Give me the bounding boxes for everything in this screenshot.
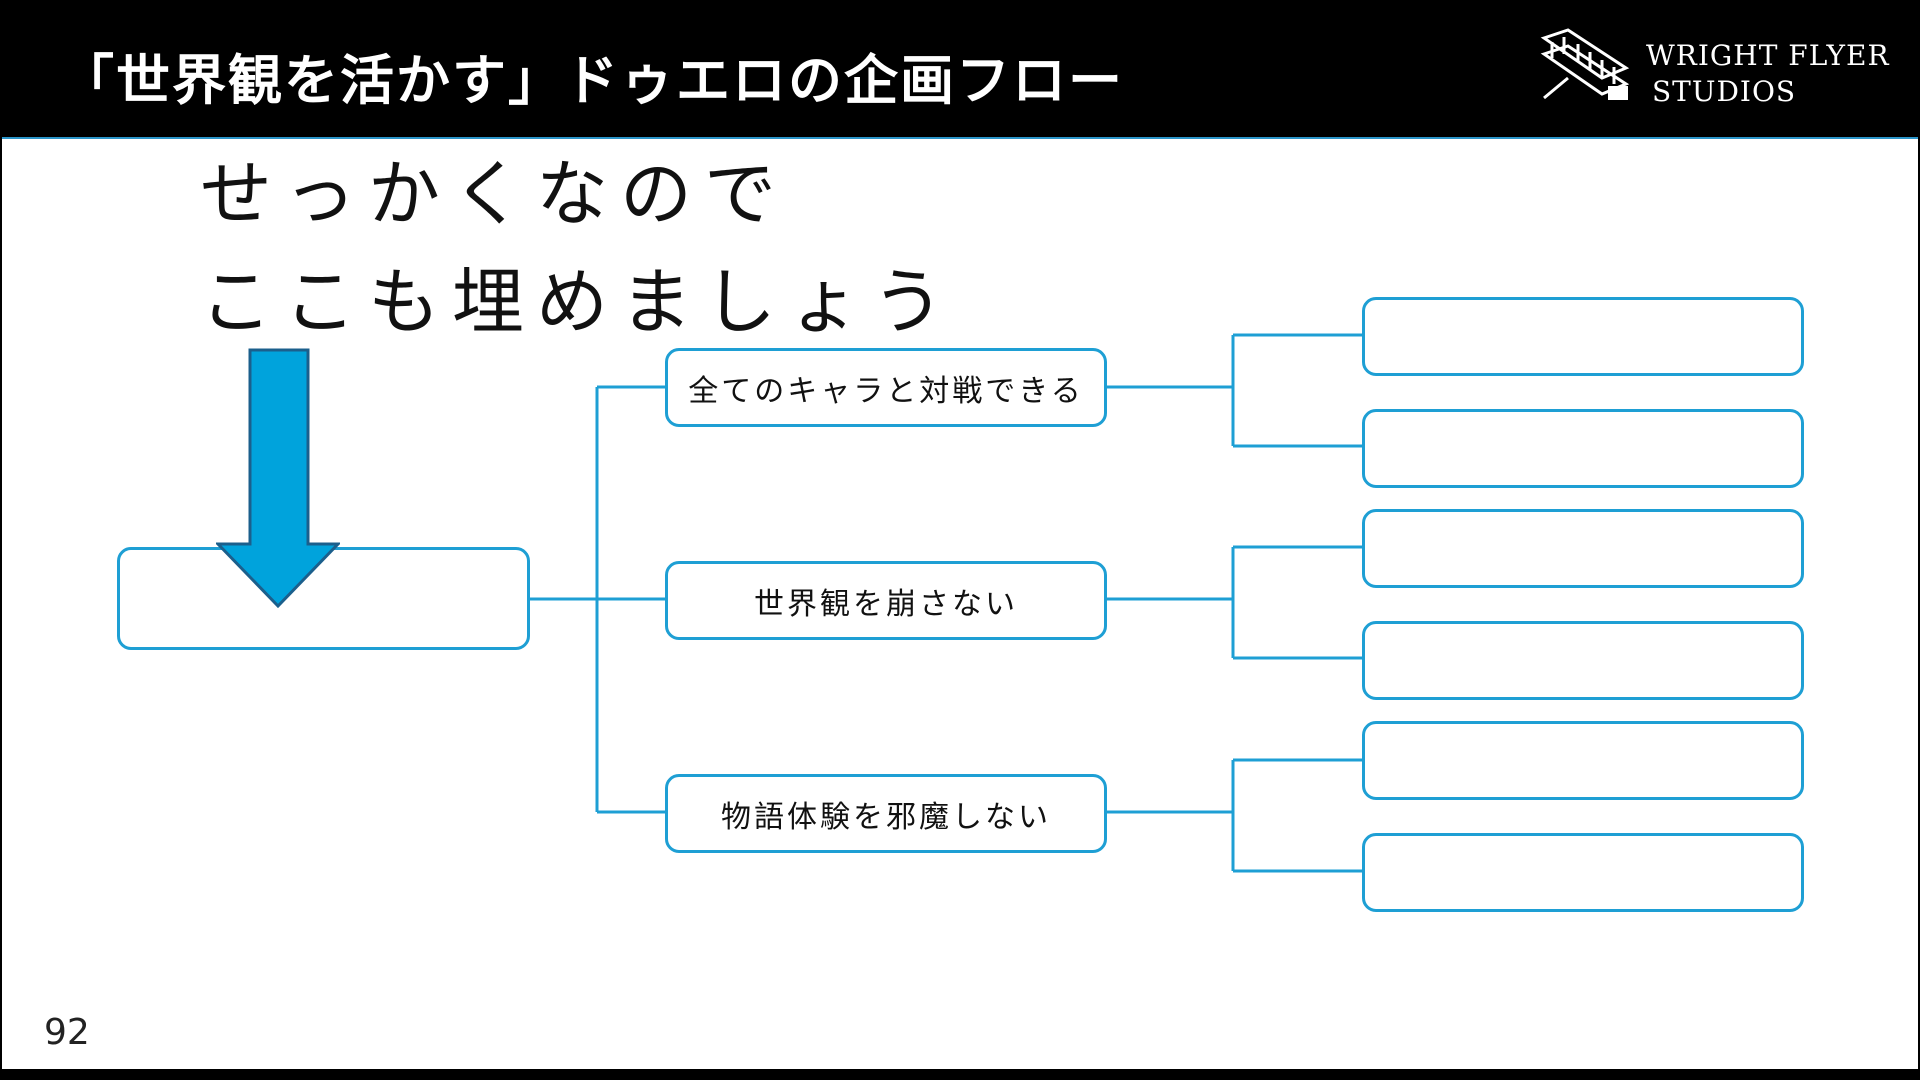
leaf-node-3-1	[1362, 721, 1804, 800]
branch-node-1: 全てのキャラと対戦できる	[665, 348, 1107, 427]
root-node-empty	[117, 547, 530, 650]
slide-title: 「世界観を活かす」ドゥエロの企画フロー	[60, 49, 1124, 112]
callout-line-2: ここも埋めましょう	[200, 260, 957, 344]
logo-line-2: STUDIOS	[1652, 75, 1797, 108]
leaf-node-2-1	[1362, 509, 1804, 588]
leaf-node-1-1	[1362, 297, 1804, 376]
logo-line-1: WRIGHT FLYER	[1646, 39, 1890, 72]
slide-header: 「世界観を活かす」ドゥエロの企画フロー WRIGHT FLYER	[0, 0, 1920, 137]
page-number: 92	[44, 1012, 90, 1053]
wright-flyer-biplane-icon	[1540, 28, 1630, 100]
callout-text: せっかくなので ここも埋めましょう	[200, 140, 956, 356]
branch-node-2: 世界観を崩さない	[665, 561, 1107, 640]
leaf-node-3-2	[1362, 833, 1804, 912]
company-logo: WRIGHT FLYER STUDIOS	[1538, 28, 1898, 112]
leaf-node-1-2	[1362, 409, 1804, 488]
branch-node-3: 物語体験を邪魔しない	[665, 774, 1107, 853]
down-arrow-icon	[216, 348, 340, 608]
logo-wordmark: WRIGHT FLYER STUDIOS	[1646, 38, 1890, 110]
callout-line-1: せっかくなので	[200, 152, 789, 236]
leaf-node-2-2	[1362, 621, 1804, 700]
